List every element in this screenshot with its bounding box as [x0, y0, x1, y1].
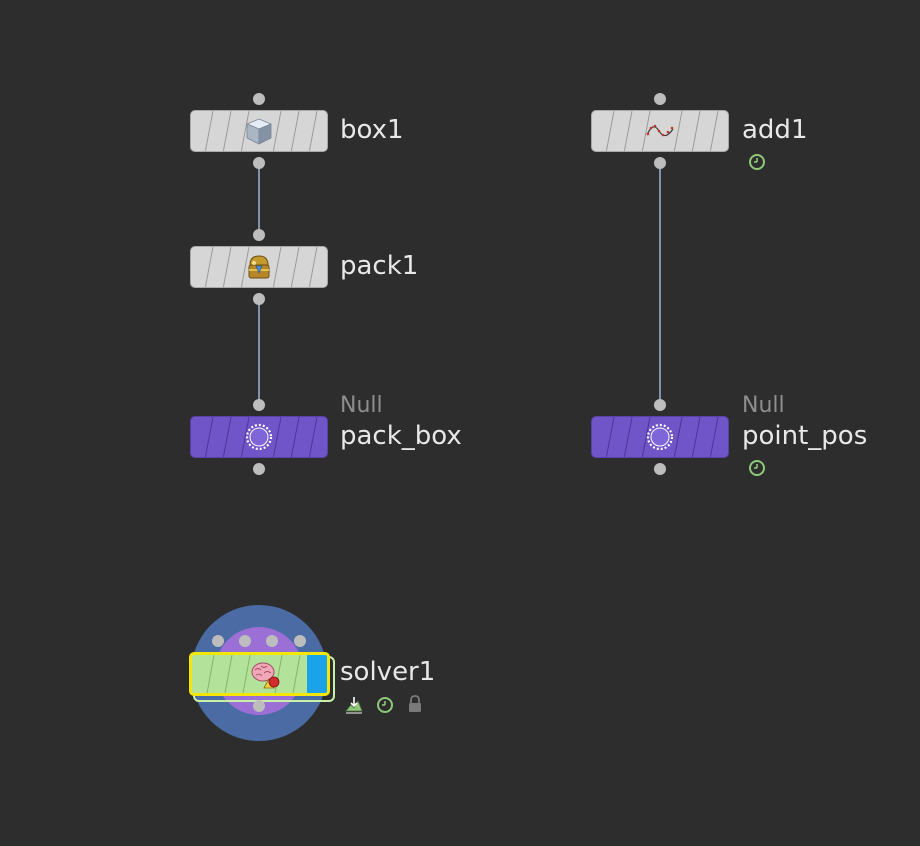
node-stripes: [204, 417, 318, 457]
node-pack_box[interactable]: [190, 416, 328, 458]
point_pos-input-port[interactable]: [654, 399, 666, 411]
wire-box1-to-pack1[interactable]: [258, 163, 260, 235]
node-stripes: [605, 111, 719, 151]
node-label-add1: add1: [742, 115, 808, 145]
wire-pack1-to-pack_box[interactable]: [258, 299, 260, 405]
solver1-input-port-1[interactable]: [212, 635, 224, 647]
solver1-input-port-3[interactable]: [266, 635, 278, 647]
node-label-pack_box: pack_box: [340, 421, 462, 451]
pack1-output-port[interactable]: [253, 293, 265, 305]
pack1-input-port[interactable]: [253, 229, 265, 241]
node-label-solver1: solver1: [340, 657, 436, 687]
solver1-output-port[interactable]: [253, 700, 265, 712]
node-label-point_pos: point_pos: [742, 421, 868, 451]
node-stripes: [204, 111, 318, 151]
node-box1[interactable]: [190, 110, 328, 152]
node-label-pack1: pack1: [340, 251, 419, 281]
input-dependency-icon: [345, 697, 363, 714]
null-burst-icon: [646, 423, 674, 451]
node-pack1[interactable]: [190, 246, 328, 288]
node-label-box1: box1: [340, 115, 404, 145]
lock-icon: [409, 695, 421, 712]
add1-output-port[interactable]: [654, 157, 666, 169]
box1-input-port[interactable]: [253, 93, 265, 105]
node-stripes: [605, 417, 719, 457]
display-flag[interactable]: [307, 655, 327, 693]
node-solver1[interactable]: [189, 652, 330, 696]
node-type-pack_box: Null: [340, 393, 383, 418]
pack_box-input-port[interactable]: [253, 399, 265, 411]
null-burst-icon: [245, 423, 273, 451]
curve-points-icon: [646, 124, 674, 137]
solver1-input-port-4[interactable]: [294, 635, 306, 647]
time-dependent-clock-icon: [749, 460, 765, 476]
point_pos-output-port[interactable]: [654, 463, 666, 475]
cube-icon: [245, 118, 273, 145]
brain-solver-icon: [251, 662, 280, 689]
box1-output-port[interactable]: [253, 157, 265, 169]
node-point_pos[interactable]: [591, 416, 729, 458]
add1-input-port[interactable]: [654, 93, 666, 105]
solver1-input-port-2[interactable]: [239, 635, 251, 647]
node-stripes: [206, 655, 301, 693]
node-stripes: [204, 247, 318, 287]
wire-add1-to-point_pos[interactable]: [659, 163, 661, 405]
time-dependent-clock-icon: [749, 154, 765, 170]
time-dependent-clock-icon: [377, 697, 393, 713]
pack_box-output-port[interactable]: [253, 463, 265, 475]
treasure-chest-icon: [248, 255, 270, 279]
node-add1[interactable]: [591, 110, 729, 152]
node-type-point_pos: Null: [742, 393, 785, 418]
